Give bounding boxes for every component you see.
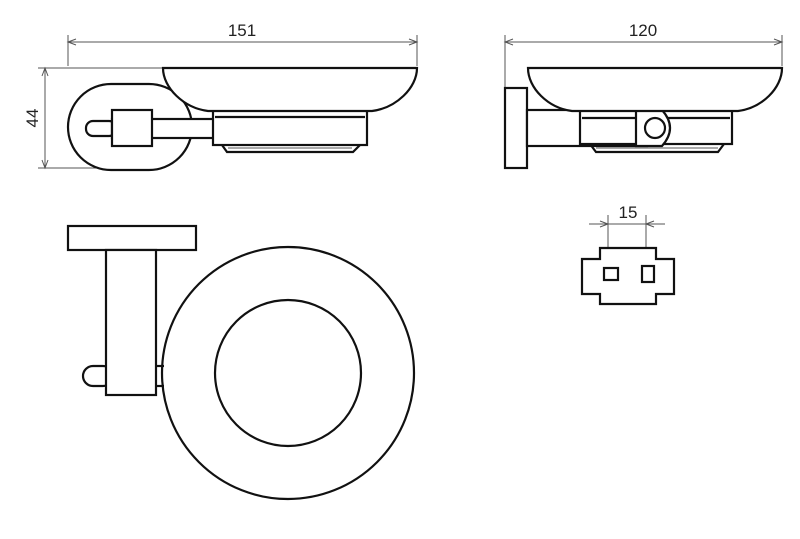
side-soap-dish (526, 66, 784, 113)
dimension-label-44: 44 (23, 109, 42, 128)
front-view: 151 44 (23, 21, 419, 172)
dimension-label-15: 15 (619, 203, 638, 222)
arm-block (110, 108, 154, 148)
holder-ring (211, 107, 369, 147)
dimension-label-151: 151 (228, 21, 256, 40)
dimension-label-120: 120 (629, 21, 657, 40)
dish-inner-circle (213, 298, 363, 448)
top-wall-plate (66, 224, 198, 252)
top-support-arm (104, 248, 158, 397)
side-wall-plate (503, 86, 529, 170)
mounting-bracket-detail: 15 (580, 203, 676, 306)
soap-dish (161, 66, 419, 113)
top-view (66, 224, 416, 501)
dimension-44: 44 (23, 66, 165, 170)
bracket-slot-left (602, 266, 620, 282)
side-view: 120 (503, 21, 784, 170)
dimension-151: 151 (66, 21, 419, 66)
bracket-outline (580, 246, 676, 306)
dimension-120: 120 (503, 21, 784, 88)
set-screw (643, 116, 667, 140)
bracket-slot-right (640, 264, 656, 284)
